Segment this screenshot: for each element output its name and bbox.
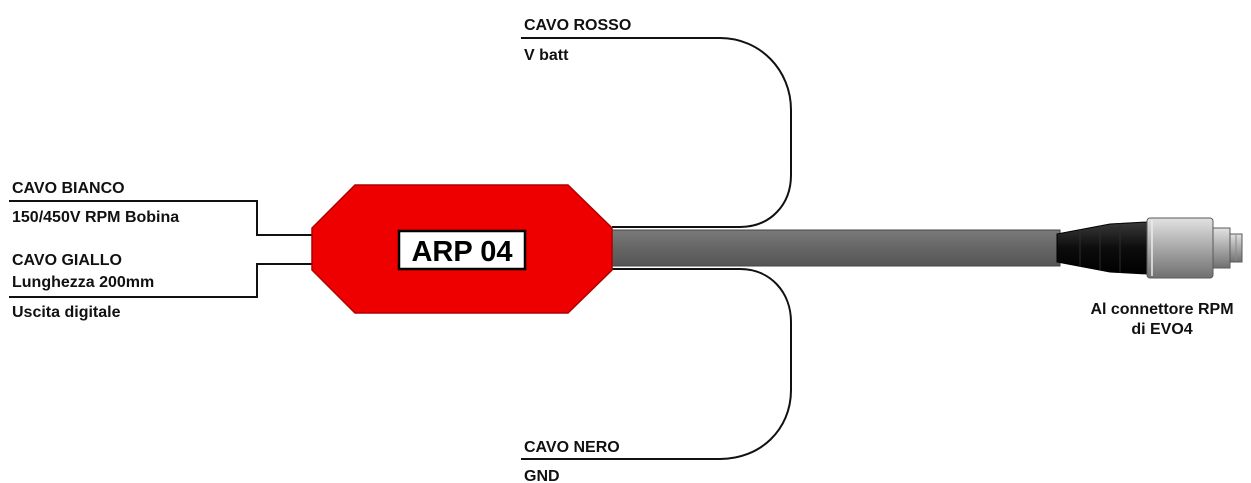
- red-wire: CAVO ROSSO V batt: [521, 17, 792, 228]
- connector-boot: [1056, 221, 1148, 275]
- rpm-connector: [1056, 217, 1243, 279]
- red-wire-name: CAVO ROSSO: [524, 17, 631, 34]
- black-wire-function: GND: [524, 468, 560, 483]
- yellow-wire: CAVO GIALLO Lunghezza 200mm Uscita digit…: [9, 252, 312, 321]
- main-cable: [604, 229, 1061, 267]
- yellow-wire-length: Lunghezza 200mm: [12, 274, 154, 291]
- yellow-wire-name: CAVO GIALLO: [12, 252, 122, 269]
- connector-collar: [1212, 227, 1231, 269]
- connector-metal-body: [1146, 217, 1214, 279]
- black-wire: CAVO NERO GND: [521, 268, 792, 483]
- module-label-box: ARP 04: [397, 229, 527, 271]
- white-wire: CAVO BIANCO 150/450V RPM Bobina: [9, 180, 312, 236]
- white-wire-name: CAVO BIANCO: [12, 180, 125, 197]
- connector-caption-line2: di EVO4: [1131, 321, 1192, 338]
- black-wire-name: CAVO NERO: [524, 439, 620, 456]
- red-wire-function: V batt: [524, 47, 569, 64]
- white-wire-function: 150/450V RPM Bobina: [12, 209, 179, 226]
- yellow-wire-function: Uscita digitale: [12, 304, 121, 321]
- module-label: ARP 04: [411, 236, 512, 268]
- connector-caption-line1: Al connettore RPM: [1090, 301, 1233, 318]
